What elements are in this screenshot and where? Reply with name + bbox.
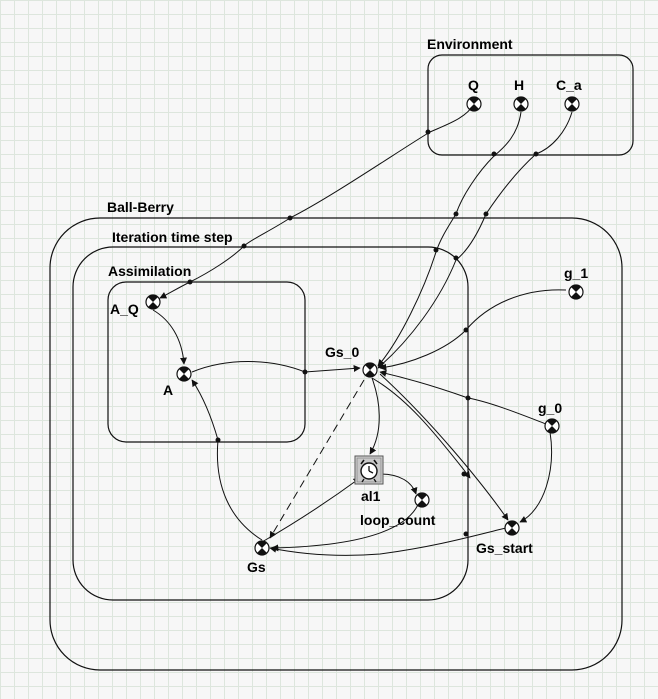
node-g_1[interactable]: g_1 [564, 265, 588, 300]
node-A_Q[interactable]: A_Q [110, 294, 161, 317]
variable-icon [564, 96, 580, 112]
node-loop_count[interactable]: loop_count [360, 492, 436, 528]
iteration-container[interactable] [72, 246, 469, 601]
node-Q-label: Q [468, 77, 479, 93]
node-H[interactable]: H [513, 77, 529, 112]
node-H-label: H [514, 77, 524, 93]
variable-icon [145, 294, 161, 310]
node-A[interactable]: A [163, 366, 192, 398]
environment-container[interactable] [427, 54, 634, 156]
node-Gs_start-label: Gs_start [476, 540, 533, 556]
variable-icon [568, 284, 584, 300]
alarm-clock-icon [354, 455, 384, 485]
node-Gs_0[interactable]: Gs_0 [325, 344, 378, 378]
node-g_0-label: g_0 [538, 400, 562, 416]
node-A_Q-label: A_Q [110, 301, 139, 317]
node-al1-label: al1 [361, 488, 381, 504]
node-C_a[interactable]: C_a [556, 77, 582, 112]
node-A-label: A [163, 382, 173, 398]
environment-label: Environment [427, 36, 513, 52]
node-Q[interactable]: Q [466, 77, 482, 112]
variable-icon [254, 540, 270, 556]
ball-berry-container[interactable] [49, 217, 623, 671]
node-Gs_0-label: Gs_0 [325, 344, 359, 360]
variable-icon [504, 520, 520, 536]
iteration-label: Iteration time step [112, 229, 233, 245]
variable-icon [513, 96, 529, 112]
variable-icon [544, 418, 560, 434]
node-Gs_start[interactable]: Gs_start [476, 520, 533, 556]
variable-icon [176, 366, 192, 382]
connector-dots [187, 129, 539, 537]
node-g_1-label: g_1 [564, 265, 588, 281]
node-loop_count-label: loop_count [360, 512, 436, 528]
node-Gs[interactable]: Gs [247, 540, 270, 575]
assimilation-container[interactable] [107, 281, 306, 443]
assimilation-label: Assimilation [108, 263, 191, 279]
variable-icon [362, 362, 378, 378]
node-g_0[interactable]: g_0 [538, 400, 562, 434]
node-Gs-label: Gs [247, 559, 266, 575]
node-al1[interactable]: al1 [354, 455, 384, 504]
variable-icon [466, 96, 482, 112]
variable-icon [414, 492, 430, 508]
node-C_a-label: C_a [556, 77, 582, 93]
ball-berry-label: Ball-Berry [107, 199, 174, 215]
